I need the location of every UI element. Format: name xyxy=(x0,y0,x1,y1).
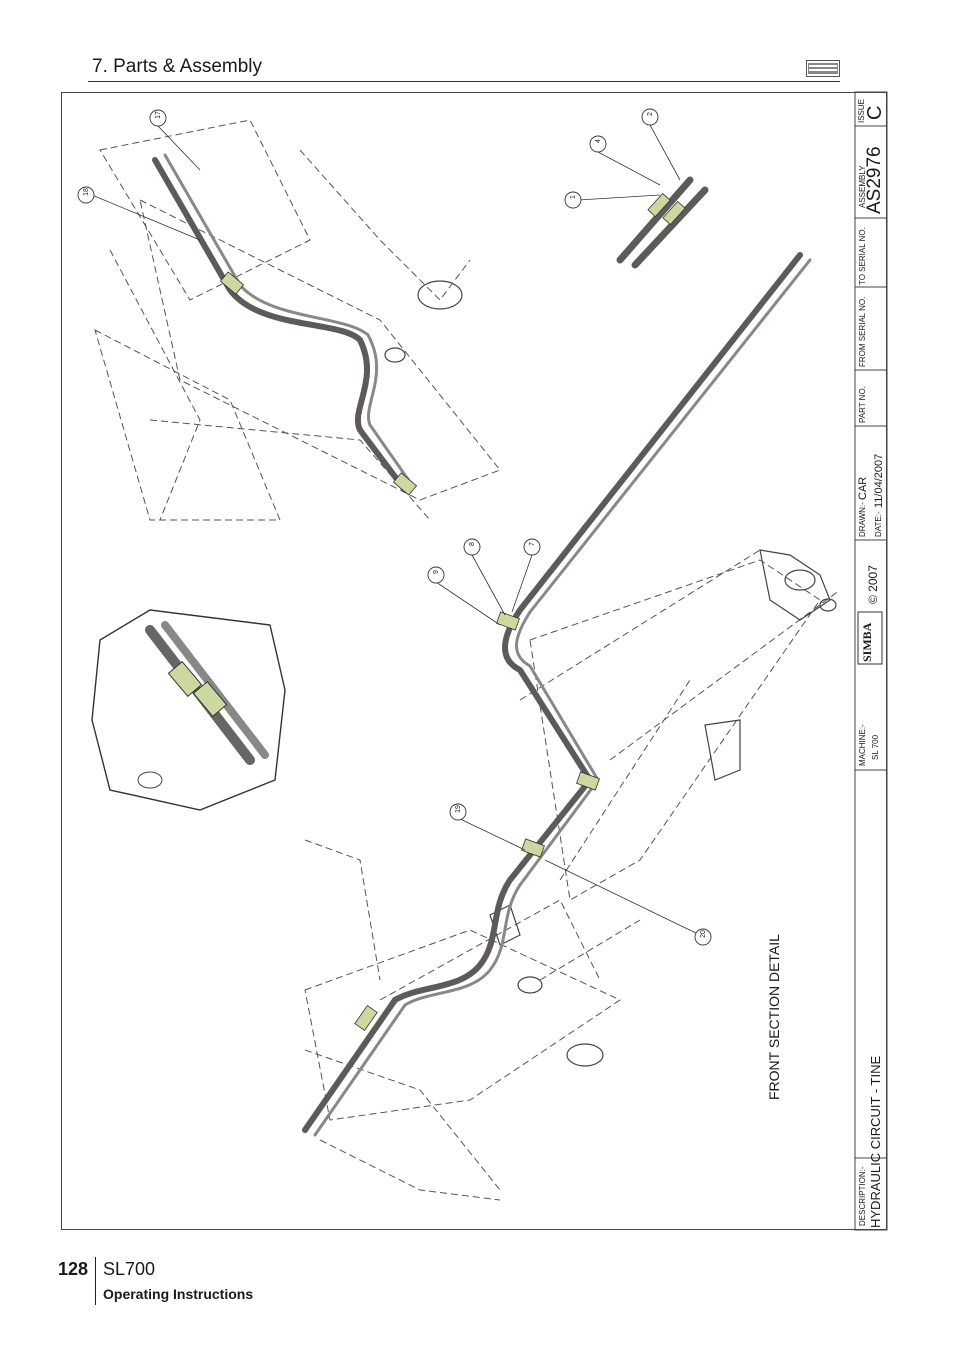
machine-label: MACHINE:- xyxy=(858,724,867,766)
callout-9: 9 xyxy=(433,570,440,574)
callout-7: 7 xyxy=(529,542,536,546)
callout-2: 2 xyxy=(647,112,654,116)
doc-subtitle: Operating Instructions xyxy=(103,1286,254,1302)
date-label: DATE:- xyxy=(874,511,883,537)
callout-8: 8 xyxy=(469,542,476,546)
section-title: 7. Parts & Assembly xyxy=(92,56,263,77)
from-serial-label: FROM SERIAL NO. xyxy=(858,296,867,367)
callout-17: 17 xyxy=(155,111,162,119)
assembly-value: AS2976 xyxy=(864,146,885,214)
footer-rule xyxy=(95,1257,96,1305)
callout-18: 18 xyxy=(83,188,90,196)
drawing-label: FRONT SECTION DETAIL xyxy=(766,934,782,1100)
description-value: HYDRAULIC CIRCUIT - TINE xyxy=(868,1055,883,1228)
copyright: © 2007 xyxy=(866,565,880,604)
drawn-label: DRAWN:- xyxy=(858,502,867,537)
page-number: 128 xyxy=(58,1259,89,1279)
header-rule xyxy=(88,81,840,82)
drawn-by: CAR xyxy=(857,476,869,500)
inset-detail xyxy=(91,609,286,811)
date-value: 11/04/2007 xyxy=(873,453,885,508)
callout-20: 20 xyxy=(700,930,707,938)
simba-logo-mark xyxy=(806,60,840,77)
part-no-label: PART NO. xyxy=(858,386,867,423)
simba-logo-boxed xyxy=(857,611,883,665)
callout-4: 4 xyxy=(595,139,602,143)
to-serial-label: TO SERIAL NO. xyxy=(858,227,867,285)
callout-19: 19 xyxy=(455,805,462,813)
model-name: SL700 xyxy=(103,1259,156,1279)
callout-1: 1 xyxy=(570,195,577,199)
machine-value: SL 700 xyxy=(871,734,880,760)
brand-wordmark: SIMBA xyxy=(860,622,874,662)
description-label: DESCRIPTION:- xyxy=(858,1166,867,1226)
issue-value: C xyxy=(864,105,886,120)
